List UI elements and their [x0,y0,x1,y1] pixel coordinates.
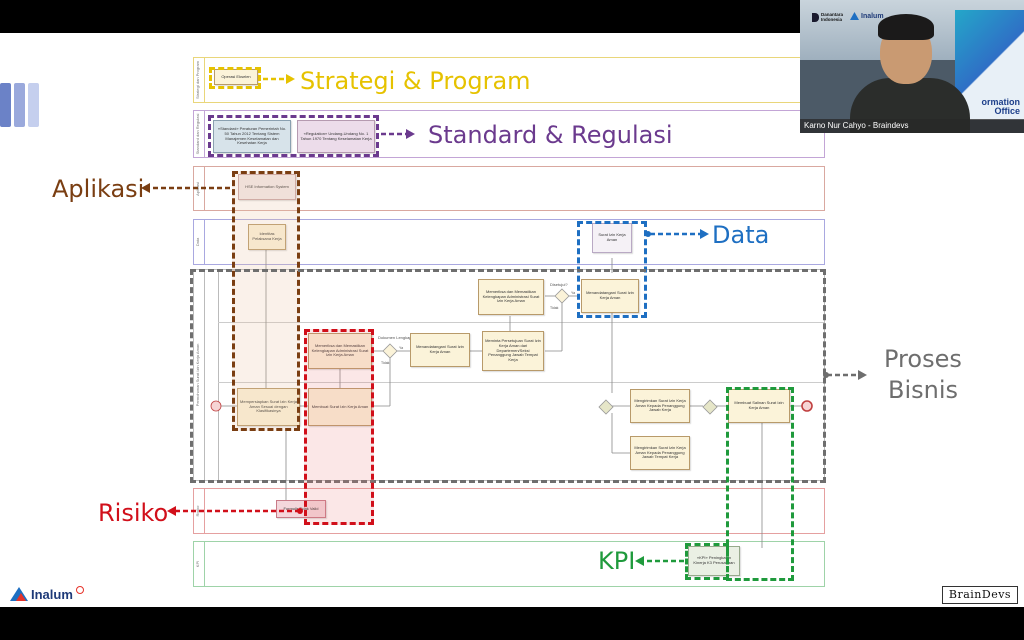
callout-standard: Standard & Regulasi [428,121,673,149]
gateway-label-setuju: Disetujui? [550,282,568,287]
box-surat-ijin-data: Surat Izin Kerja Aman [592,223,632,253]
callout-proses-line2: Bisnis [888,376,959,404]
box-menandatangani-top: Menandatangani Surat Izin Kerja Aman [581,279,639,313]
box-mempersiapkan: Mempersiapkan Surat Izin Kerja Aman Sesu… [237,388,300,426]
inalum-logo: Inalum [10,585,84,603]
highlight-kpi [726,387,794,581]
lane-kpi: KPI [193,541,825,587]
braindevs-logo: BrainDevs [942,586,1018,604]
box-kpi: «KPI» Peningkatan Kinerja K3 Perusahaan [688,546,740,576]
highlight-risiko [304,329,374,525]
callout-data: Data [712,221,770,249]
callout-proses-line1: Proses [884,345,962,373]
callout-strategi: Strategi & Program [300,67,531,95]
inalum-icon [10,587,28,601]
inalum-webcam-logo: Inalum [850,12,884,20]
highlight-strategi [209,67,261,89]
callout-risiko: Risiko [98,499,169,527]
box-regulation-uu1: «Regulation» Undang-Undang No. 1 Tahun 1… [297,120,375,153]
danantara-logo: Danantara Indonesia [812,12,847,22]
inalum-label: Inalum [31,586,73,602]
gateway-label-dokumen: Dokumen Lengkap? [378,335,415,340]
box-memeriksa-top: Memeriksa dan Memastikan Kelengkapan Adm… [478,279,544,315]
inalum-icon [850,12,859,20]
lane-data: Data [193,219,825,265]
inalum-webcam-label: Inalum [861,12,884,20]
box-hse-system: HSE Information System [238,174,296,200]
danantara-label: Danantara Indonesia [821,12,844,22]
highlight-standard [208,115,379,157]
box-standard-pp50: «Standard» Peraturan Pemerintah No. 50 T… [213,120,291,153]
gateway-ya-2: Ya [571,291,575,295]
office-banner-text: ormation Office [981,97,1020,116]
gateway-tidak-2: Tidak [550,306,559,310]
lane-standard: Standard dan Regulasi [193,110,825,158]
box-mengirimkan-2: Mengirimkan Surat Izin Kerja Aman Kepada… [630,436,690,470]
gateway-ya-1: Ya [399,346,403,350]
danantara-mark-icon [75,586,84,594]
box-identitas: Identitas Pelaksana Kerja [248,224,286,250]
highlight-aplikasi [232,171,300,431]
flow-connectors: Dokumen Lengkap? Disetujui? Ya Tidak Ya … [210,243,813,548]
danantara-icon [812,12,819,22]
participant-name: Karno Nur Cahyo - Braindevs [800,119,1024,133]
box-mengirimkan-1: Mengirimkan Surat Izin Kerja Aman Kepada… [630,389,690,423]
callout-arrows [141,74,867,566]
callout-kpi: KPI [598,547,636,575]
gateway-tidak-1: Tidak [381,361,390,365]
box-meminta: Meminta Persetujuan Surat Izin Kerja Ama… [482,331,544,371]
slide-decoration [0,83,44,129]
highlight-kpi-box [685,543,729,580]
presenter-hair [878,14,934,40]
webcam-feed: ormation Office Danantara Indonesia Inal… [800,0,1024,133]
box-menandatangani-mid: Menandatangani Surat Izin Kerja Aman [410,333,470,367]
box-memeriksa-mid: Memeriksa dan Memastikan Kelengkapan Adm… [308,333,372,369]
callout-aplikasi: Aplikasi [52,175,145,203]
